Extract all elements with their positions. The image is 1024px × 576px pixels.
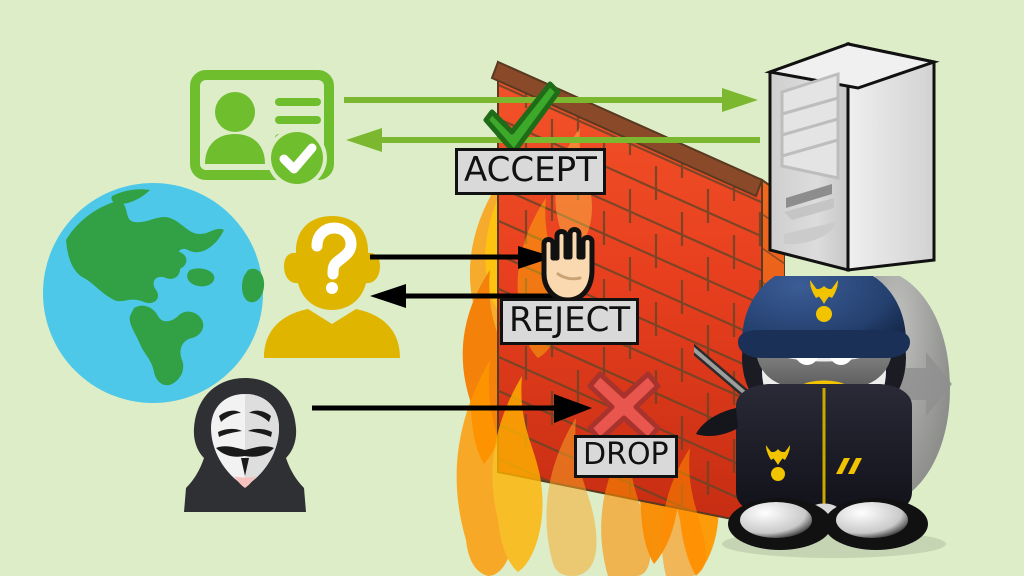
reject-outbound-arrow bbox=[370, 246, 554, 269]
mask-eye-left bbox=[218, 428, 242, 437]
stop-hand-icon bbox=[541, 227, 595, 303]
verified-user-card-icon bbox=[190, 70, 334, 188]
tux-riot-police-icon bbox=[694, 276, 952, 558]
drop-label: DROP bbox=[574, 435, 678, 478]
question-mark-glyph bbox=[311, 222, 357, 280]
mask-moustache bbox=[216, 446, 274, 457]
mask-brow-right bbox=[249, 410, 271, 422]
tux-uniform bbox=[696, 384, 912, 526]
reject-arrows bbox=[370, 246, 556, 308]
server-tower-icon bbox=[764, 41, 940, 272]
mask-goatee bbox=[241, 458, 249, 476]
drive-bays bbox=[781, 96, 839, 158]
mask-brow-left bbox=[219, 410, 241, 422]
mask-eye-right bbox=[248, 428, 272, 437]
accept-inbound-arrow bbox=[346, 128, 760, 152]
globe-icon bbox=[43, 183, 265, 403]
riot-helmet-icon bbox=[738, 276, 910, 358]
drop-inbound-arrow bbox=[312, 394, 592, 423]
grenade-insignia bbox=[810, 280, 838, 322]
unknown-user-icon bbox=[264, 216, 400, 358]
reject-inbound-arrow bbox=[370, 284, 556, 308]
accept-label: ACCEPT bbox=[455, 148, 606, 195]
tux-feet bbox=[728, 498, 928, 550]
card-person-silhouette bbox=[205, 92, 265, 164]
verified-check-badge bbox=[267, 128, 327, 188]
hacker-anonymous-icon bbox=[184, 378, 306, 512]
reject-label: REJECT bbox=[500, 298, 640, 345]
uniform-grenade-badge bbox=[766, 445, 790, 481]
uniform-rank-stripes bbox=[836, 458, 862, 474]
